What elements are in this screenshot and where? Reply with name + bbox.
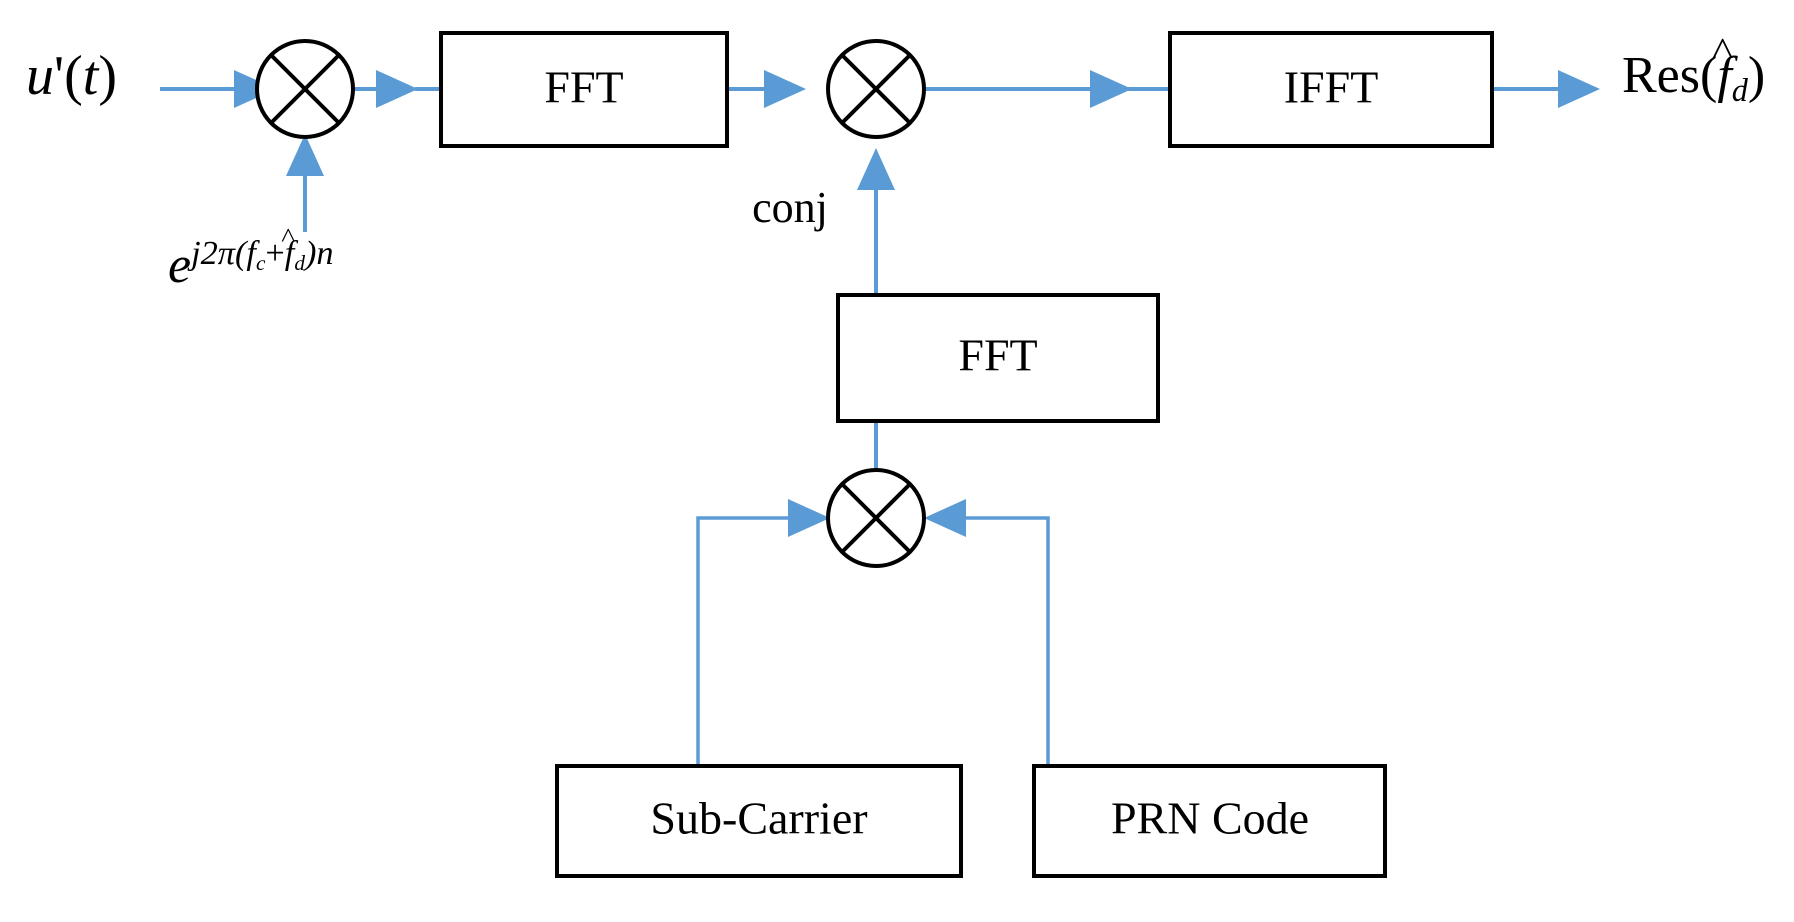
wire-fft-middle-to-mixer-corr (857, 148, 895, 295)
block-prn-code[interactable]: PRN Code (1032, 764, 1387, 878)
lo-exponent: j2π(fc+˄fd)n (191, 221, 334, 275)
lo-base: e (168, 236, 192, 294)
input-signal-label: u'(t) (26, 48, 117, 104)
wire-fft-top-to-mixer-corr (727, 70, 806, 108)
lo-fd: f (284, 234, 295, 272)
block-prn-code-label: PRN Code (1111, 793, 1309, 844)
input-prime: ' (54, 45, 65, 107)
input-arg: t (82, 45, 99, 107)
output-signal-label: Res(˄fd) (1622, 28, 1766, 109)
lo-exponent-prefix: j2π( (191, 234, 247, 272)
wire-ifft-to-output (1492, 70, 1600, 108)
output-suffix: ) (1747, 47, 1766, 104)
block-ifft[interactable]: IFFT (1168, 31, 1494, 148)
lo-fd-hat-group: ˄f (281, 221, 296, 272)
mixer-correlation[interactable] (826, 39, 926, 139)
wire-prn-to-mixer-bottom (924, 499, 1050, 766)
block-fft-middle[interactable]: FFT (836, 293, 1160, 423)
block-fft-middle-label: FFT (958, 330, 1037, 381)
wire-mixer-to-fft-top (352, 70, 441, 108)
wire-mixer-corr-to-ifft (925, 70, 1170, 108)
block-fft-top-label: FFT (544, 62, 623, 113)
output-fd-hat-group: ˄f (1711, 28, 1734, 104)
conj-label: conj (752, 183, 828, 232)
output-hat: ˄ (1710, 25, 1735, 72)
lo-plus: + (265, 234, 285, 272)
block-sub-carrier[interactable]: Sub-Carrier (555, 764, 963, 878)
local-oscillator-label: ej2π(fc+˄fd)n (168, 221, 334, 294)
lo-fd-sub: d (294, 250, 305, 275)
input-var: u (26, 45, 54, 107)
lo-hat: ˄ (280, 219, 297, 250)
output-prefix: Res( (1622, 47, 1718, 104)
output-f-sub: d (1731, 72, 1748, 109)
lo-fc: f (246, 234, 256, 272)
lo-exponent-suffix: )n (304, 234, 334, 272)
wire-lo-to-mixer (286, 134, 324, 232)
output-f: f (1717, 47, 1732, 104)
mixer-input[interactable] (255, 39, 355, 139)
mixer-code-generation[interactable] (826, 468, 926, 568)
input-paren-open: ( (64, 45, 83, 107)
input-paren-close: ) (98, 45, 117, 107)
lo-fc-sub: c (255, 250, 266, 275)
block-sub-carrier-label: Sub-Carrier (650, 793, 867, 844)
wire-subcarrier-to-mixer-bottom (696, 499, 830, 766)
block-fft-top[interactable]: FFT (439, 31, 729, 148)
block-ifft-label: IFFT (1284, 62, 1379, 113)
